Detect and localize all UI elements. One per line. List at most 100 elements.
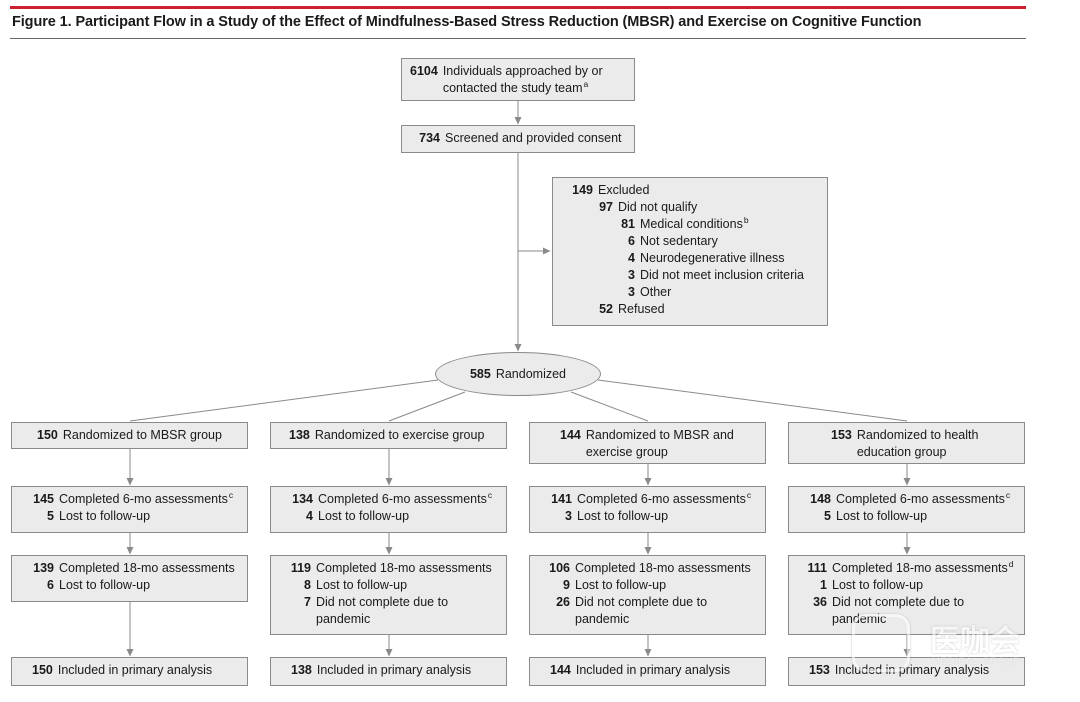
completed-18mo-count: 111 <box>807 561 827 575</box>
group-randomized-label: Randomized to MBSR group <box>62 428 222 442</box>
screened-box: 734 Screened and provided consent <box>401 125 635 153</box>
group-exercise-analysis-box: 138 Included in primary analysis <box>270 657 507 686</box>
exclusion-reason-count: 4 <box>628 251 635 265</box>
lost-6mo-count: 4 <box>306 509 313 523</box>
footnote-b: b <box>743 214 749 225</box>
exclusion-reason-label: Not sedentary <box>640 234 718 248</box>
completed-18mo-label: Completed 18-mo assessments <box>575 561 751 575</box>
approached-label-line1: Individuals approached by or <box>442 64 603 78</box>
completed-18mo-count: 106 <box>549 561 570 575</box>
group-randomized-count: 150 <box>37 428 58 442</box>
pandemic-label-line2: pandemic <box>832 612 887 626</box>
screened-label: Screened and provided consent <box>445 131 622 145</box>
footnote-a: a <box>583 78 589 89</box>
group-randomized-label-line1: Randomized to MBSR and <box>585 428 734 442</box>
exclusion-reason-count: 6 <box>628 234 635 248</box>
lost-18mo-count: 6 <box>47 578 54 592</box>
lost-18mo-label: Lost to follow-up <box>316 578 408 592</box>
lost-18mo-label: Lost to follow-up <box>832 578 924 592</box>
footnote-c: c <box>487 489 493 500</box>
completed-6mo-label: Completed 6-mo assessments <box>577 492 746 506</box>
group-exercise-randomized-box: 138 Randomized to exercise group <box>270 422 507 449</box>
lost-18mo-label: Lost to follow-up <box>575 578 667 592</box>
group-health-education-18mo-box: 111 Completed 18-mo assessmentsd 1 Lost to… <box>788 555 1025 635</box>
group-health-education-6mo-box: 148 Completed 6-mo assessmentsc 5 Lost to … <box>788 486 1025 533</box>
group-mbsr-exercise-analysis-box: 144 Included in primary analysis <box>529 657 766 686</box>
pandemic-count: 26 <box>556 595 570 609</box>
approached-count: 6104 <box>410 64 438 78</box>
footnote-d: d <box>1008 558 1014 569</box>
group-randomized-label-line2: education group <box>856 445 947 459</box>
approached-box: 6104 Individuals approached by or contac… <box>401 58 635 101</box>
group-mbsr-exercise-randomized-box: 144 Randomized to MBSR and exercise group <box>529 422 766 464</box>
figure-title: Figure 1. Participant Flow in a Study of… <box>12 14 922 30</box>
exclusion-reason-count: 3 <box>628 268 635 282</box>
exclusion-reason-label: Medical conditions <box>640 217 743 231</box>
refused-label: Refused <box>618 302 665 316</box>
completed-18mo-label: Completed 18-mo assessments <box>316 561 492 575</box>
did-not-qualify-count: 97 <box>599 200 613 214</box>
lost-6mo-label: Lost to follow-up <box>318 509 410 523</box>
group-exercise-6mo-box: 134 Completed 6-mo assessmentsc 4 Lost to … <box>270 486 507 533</box>
analysis-label: Included in primary analysis <box>575 663 731 677</box>
excluded-label: Excluded <box>598 183 650 197</box>
footnote-c: c <box>228 489 234 500</box>
analysis-count: 138 <box>291 663 312 677</box>
group-health-education-analysis-box: 153 Included in primary analysis <box>788 657 1025 686</box>
title-accent-bar <box>10 6 1026 9</box>
analysis-label: Included in primary analysis <box>834 663 990 677</box>
excluded-count: 149 <box>572 183 593 197</box>
excluded-box: 149 Excluded 97 Did not qualify 81 Medic… <box>552 177 828 326</box>
group-randomized-count: 144 <box>560 428 581 442</box>
analysis-label: Included in primary analysis <box>57 663 213 677</box>
refused-count: 52 <box>599 302 613 316</box>
completed-18mo-count: 119 <box>290 561 311 575</box>
completed-18mo-label: Completed 18-mo assessments <box>832 561 1008 575</box>
completed-6mo-label: Completed 6-mo assessments <box>318 492 487 506</box>
completed-6mo-count: 148 <box>810 492 831 506</box>
group-mbsr-randomized-box: 150 Randomized to MBSR group <box>11 422 248 449</box>
pandemic-label-line1: Did not complete due to <box>575 595 708 609</box>
group-randomized-count: 138 <box>289 428 310 442</box>
lost-6mo-label: Lost to follow-up <box>577 509 669 523</box>
randomized-count: 585 <box>469 367 491 381</box>
analysis-count: 153 <box>809 663 830 677</box>
group-mbsr-6mo-box: 145 Completed 6-mo assessmentsc 5 Lost to … <box>11 486 248 533</box>
completed-6mo-count: 145 <box>33 492 54 506</box>
group-exercise-18mo-box: 119 Completed 18-mo assessments 8 Lost to … <box>270 555 507 635</box>
completed-6mo-label: Completed 6-mo assessments <box>836 492 1005 506</box>
analysis-count: 144 <box>550 663 571 677</box>
group-health-education-randomized-box: 153 Randomized to health education group <box>788 422 1025 464</box>
connector-rand-group1 <box>129 379 439 422</box>
pandemic-label-line1: Did not complete due to <box>316 595 449 609</box>
lost-6mo-count: 5 <box>824 509 831 523</box>
exclusion-reason-label: Neurodegenerative illness <box>640 251 785 265</box>
footnote-c: c <box>1005 489 1011 500</box>
lost-18mo-count: 8 <box>304 578 311 592</box>
completed-6mo-label: Completed 6-mo assessments <box>59 492 228 506</box>
group-randomized-label: Randomized to exercise group <box>314 428 485 442</box>
lost-18mo-count: 1 <box>820 578 827 592</box>
approached-label-line2: contacted the study team <box>442 81 583 95</box>
completed-6mo-count: 141 <box>551 492 572 506</box>
completed-6mo-count: 134 <box>292 492 313 506</box>
footnote-c: c <box>746 489 752 500</box>
exclusion-reason-count: 3 <box>628 285 635 299</box>
completed-18mo-count: 139 <box>33 561 54 575</box>
connector-rand-group4 <box>597 379 908 422</box>
lost-6mo-label: Lost to follow-up <box>836 509 928 523</box>
pandemic-label-line1: Did not complete due to <box>832 595 965 609</box>
connector-rand-group3 <box>570 391 649 422</box>
group-randomized-label-line2: exercise group <box>585 445 668 459</box>
lost-6mo-label: Lost to follow-up <box>59 509 151 523</box>
analysis-count: 150 <box>32 663 53 677</box>
group-randomized-label-line1: Randomized to health <box>856 428 979 442</box>
lost-6mo-count: 5 <box>47 509 54 523</box>
group-randomized-count: 153 <box>831 428 852 442</box>
lost-6mo-count: 3 <box>565 509 572 523</box>
analysis-label: Included in primary analysis <box>316 663 472 677</box>
group-mbsr-analysis-box: 150 Included in primary analysis <box>11 657 248 686</box>
